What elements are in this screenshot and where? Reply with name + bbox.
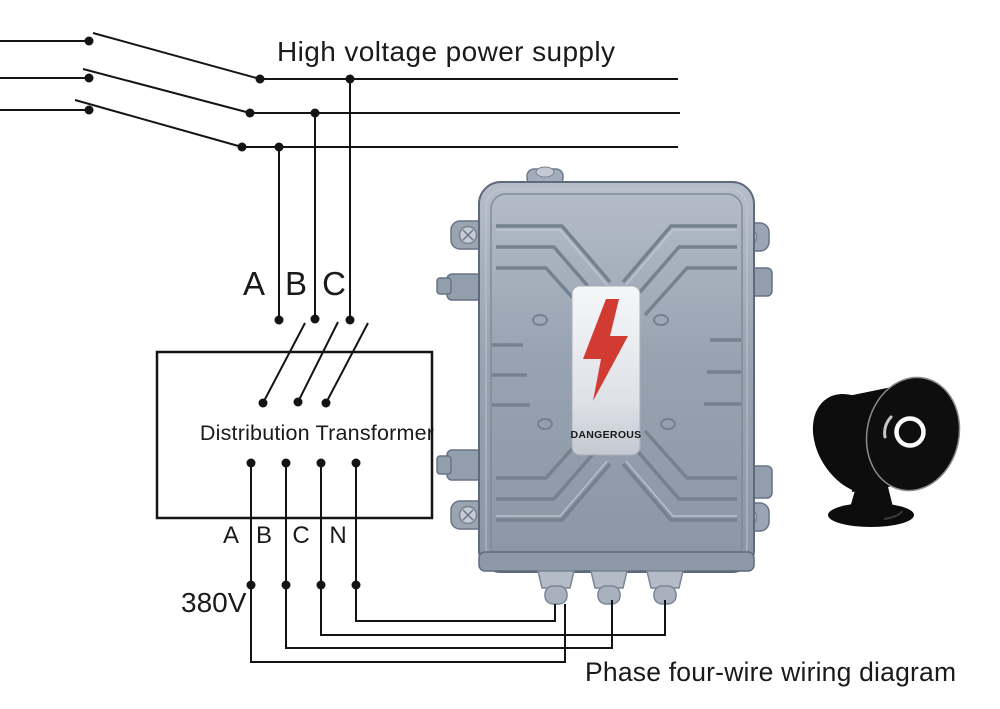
siren-base [828, 503, 914, 527]
transformer-box [155, 350, 434, 520]
cable-gland [537, 570, 575, 605]
diagram-caption: Phase four-wire wiring diagram [585, 657, 957, 687]
secondary-phase-a-label: A [222, 522, 240, 549]
cast-bumps [532, 314, 676, 430]
secondary-wires [250, 463, 666, 663]
warning-label: DANGEROUS [571, 285, 642, 456]
transformer-label: Distribution Transformer [199, 421, 435, 445]
secondary-phase-n-label: N [329, 522, 347, 549]
hv-feed-lines [0, 40, 89, 111]
cable-glands [537, 570, 684, 605]
lightning-bolt-icon [583, 299, 628, 401]
transformer-switch-blades [262, 321, 369, 404]
siren-highlight [883, 415, 893, 439]
hv-supply-title: High voltage power supply [277, 36, 616, 67]
secondary-phase-c-label: C [292, 522, 310, 549]
cast-rib-highlights [496, 229, 737, 517]
hv-bus-lines [242, 78, 680, 148]
primary-phase-a-label: A [242, 265, 266, 302]
cable-gland [646, 570, 684, 605]
siren-base-highlight [883, 510, 903, 520]
siren-center-ring [894, 416, 926, 448]
primary-drop-lines [278, 79, 351, 320]
primary-phase-b-label: B [284, 265, 308, 302]
hv-switch-blades [74, 32, 261, 148]
junction-dots [84, 36, 361, 590]
secondary-phase-b-label: B [255, 522, 273, 549]
cable-gland [590, 570, 628, 605]
cast-ribs [492, 224, 741, 522]
warning-label-text: DANGEROUS [571, 429, 642, 441]
secondary-voltage-label: 380V [181, 587, 247, 618]
primary-phase-c-label: C [322, 265, 346, 302]
